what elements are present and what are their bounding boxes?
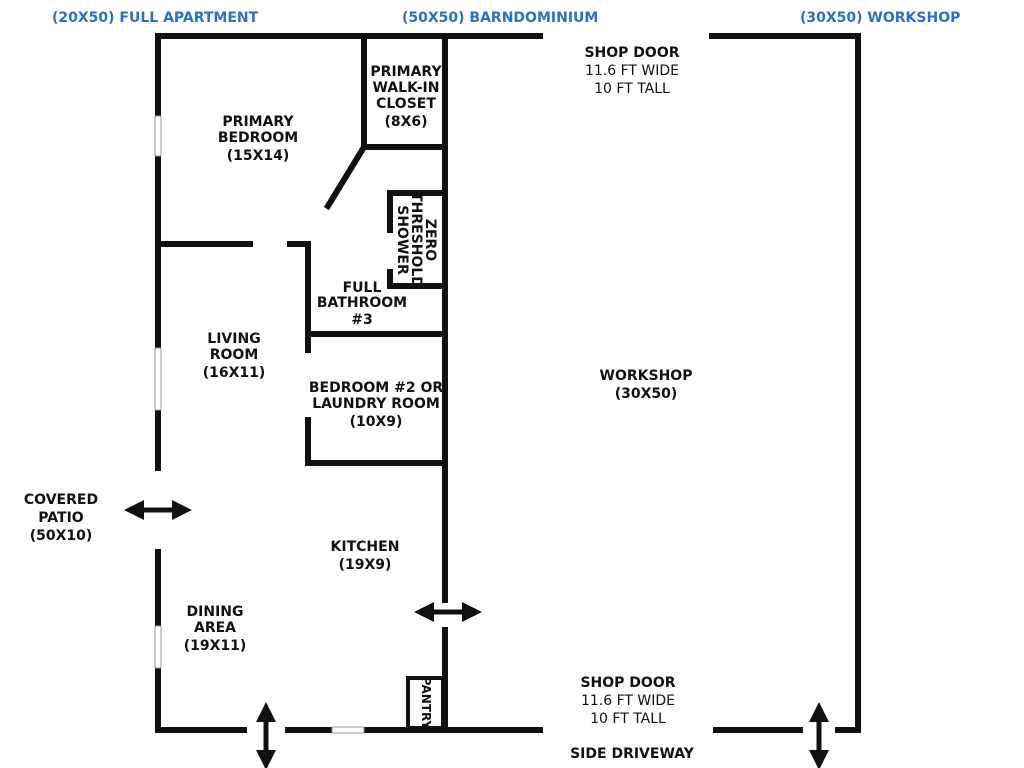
svg-text:ROOM: ROOM <box>210 347 259 363</box>
svg-text:(19X9): (19X9) <box>339 557 392 573</box>
label-living-room: LIVING ROOM (16X11) <box>203 331 266 381</box>
svg-text:10 FT TALL: 10 FT TALL <box>590 711 666 727</box>
svg-text:BATHROOM: BATHROOM <box>317 295 407 311</box>
svg-text:PATIO: PATIO <box>38 510 83 526</box>
svg-text:BEDROOM #2 OR: BEDROOM #2 OR <box>309 380 443 396</box>
svg-text:AREA: AREA <box>194 620 236 636</box>
svg-text:11.6 FT WIDE: 11.6 FT WIDE <box>585 63 679 79</box>
svg-text:LIVING: LIVING <box>207 331 260 347</box>
svg-text:BEDROOM: BEDROOM <box>218 130 298 146</box>
label-pantry: PANTRY <box>419 677 433 730</box>
svg-text:(30X50): (30X50) <box>615 386 678 402</box>
header-barndominium: (50X50) BARNDOMINIUM <box>402 10 598 26</box>
svg-text:(19X11): (19X11) <box>184 638 247 654</box>
pantry-box <box>406 676 445 730</box>
svg-text:11.6 FT WIDE: 11.6 FT WIDE <box>581 693 675 709</box>
label-kitchen: KITCHEN (19X9) <box>331 539 400 573</box>
svg-text:PANTRY: PANTRY <box>419 677 433 730</box>
svg-text:(50X10): (50X10) <box>30 528 93 544</box>
svg-text:DINING: DINING <box>187 604 244 620</box>
header-workshop: (30X50) WORKSHOP <box>800 10 960 26</box>
svg-text:COVERED: COVERED <box>24 492 98 508</box>
label-side-driveway: SIDE DRIVEWAY <box>570 746 695 762</box>
window-bedroom <box>154 115 162 157</box>
shower-stall <box>387 190 448 289</box>
svg-text:FULL: FULL <box>343 280 382 296</box>
svg-text:WORKSHOP: WORKSHOP <box>600 368 693 384</box>
svg-text:THRESHOLD: THRESHOLD <box>408 192 424 288</box>
svg-text:(16X11): (16X11) <box>203 365 266 381</box>
svg-text:WALK-IN: WALK-IN <box>373 80 440 96</box>
label-bedroom2: BEDROOM #2 OR LAUNDRY ROOM (10X9) <box>309 380 443 430</box>
svg-text:SHOWER: SHOWER <box>394 205 410 275</box>
window-bottom <box>331 726 365 734</box>
label-bathroom: FULL BATHROOM #3 <box>317 280 407 328</box>
svg-text:PRIMARY: PRIMARY <box>370 64 442 80</box>
svg-text:10 FT TALL: 10 FT TALL <box>594 81 670 97</box>
svg-text:(15X14): (15X14) <box>227 148 290 164</box>
label-workshop: WORKSHOP (30X50) <box>600 368 693 402</box>
svg-text:LAUNDRY ROOM: LAUNDRY ROOM <box>312 396 440 412</box>
svg-text:PRIMARY: PRIMARY <box>222 114 294 130</box>
svg-text:ZERO: ZERO <box>422 219 438 261</box>
svg-text:(10X9): (10X9) <box>350 414 403 430</box>
label-walkin-closet: PRIMARY WALK-IN CLOSET (8X6) <box>370 64 442 130</box>
label-covered-patio: COVERED PATIO (50X10) <box>24 492 98 544</box>
svg-text:SHOP DOOR: SHOP DOOR <box>584 45 679 61</box>
svg-text:KITCHEN: KITCHEN <box>331 539 400 555</box>
label-shower: ZERO THRESHOLD SHOWER <box>394 192 438 288</box>
svg-text:CLOSET: CLOSET <box>376 96 436 112</box>
label-primary-bedroom: PRIMARY BEDROOM (15X14) <box>218 114 298 164</box>
interior-walls <box>159 33 448 466</box>
label-shop-door-top: SHOP DOOR 11.6 FT WIDE 10 FT TALL <box>584 45 679 97</box>
svg-text:(8X6): (8X6) <box>384 114 427 130</box>
window-dining <box>154 625 162 669</box>
svg-text:SHOP DOOR: SHOP DOOR <box>580 675 675 691</box>
svg-text:#3: #3 <box>351 312 372 328</box>
window-living <box>154 347 162 411</box>
label-shop-door-bottom: SHOP DOOR 11.6 FT WIDE 10 FT TALL <box>580 675 675 727</box>
header-apartment: (20X50) FULL APARTMENT <box>52 10 259 26</box>
label-dining: DINING AREA (19X11) <box>184 604 247 654</box>
